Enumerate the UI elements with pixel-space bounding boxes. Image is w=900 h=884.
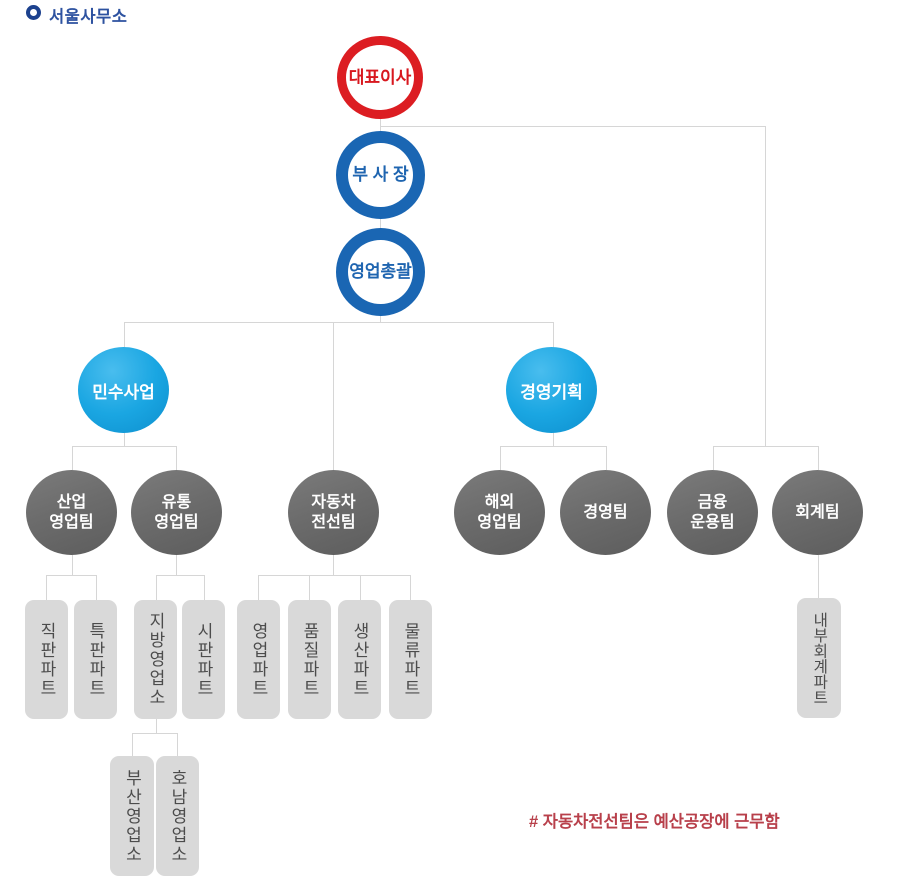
connector-line: [818, 446, 819, 470]
org-node-busan-sales-office: 부산영업소: [110, 756, 154, 876]
connector-line: [258, 575, 259, 601]
connector-line: [713, 446, 818, 447]
connector-line: [176, 554, 177, 575]
connector-line: [765, 126, 766, 446]
connector-line: [177, 733, 178, 757]
connector-line: [46, 575, 47, 601]
org-node-finance-operation: 금융 운용팀: [667, 470, 758, 555]
connector-line: [333, 555, 334, 575]
org-node-ceo: 대표이사: [337, 36, 423, 119]
org-node-market-sales-part: 시판파트: [182, 600, 225, 719]
org-node-label: 금융 운용팀: [690, 493, 735, 531]
org-node-quality-part: 품질파트: [288, 600, 331, 719]
org-node-label: 호남영업소: [168, 768, 187, 864]
org-node-regional-sales-office: 지방영업소: [134, 600, 177, 719]
org-node-label: 경영팀: [583, 503, 628, 521]
org-node-label: 품질파트: [300, 621, 319, 698]
connector-line: [124, 322, 553, 323]
connector-line: [124, 432, 125, 446]
org-node-label: 특판파트: [86, 621, 105, 698]
connector-line: [124, 322, 125, 348]
connector-line: [333, 322, 334, 472]
connector-line: [72, 554, 73, 575]
org-node-auto-wire: 자동차 전선팀: [288, 470, 379, 555]
connector-line: [606, 446, 607, 470]
connector-line: [500, 446, 501, 470]
connector-line: [380, 218, 381, 229]
connector-line: [176, 446, 177, 472]
org-node-label: 자동차 전선팀: [311, 493, 356, 531]
connector-line: [309, 575, 310, 601]
org-node-direct-sales-part: 직판파트: [25, 600, 68, 719]
org-node-management-planning: 경영기획: [506, 347, 597, 433]
org-node-special-sales-part: 특판파트: [74, 600, 117, 719]
connector-line: [713, 446, 714, 470]
connector-line: [156, 719, 157, 733]
org-node-label: 부 사 장: [352, 165, 409, 185]
connector-line: [132, 733, 133, 757]
org-node-label: 영업총괄: [349, 262, 412, 282]
connector-line: [96, 575, 97, 601]
connector-line: [500, 446, 606, 447]
connector-line: [553, 322, 554, 348]
connector-line: [818, 555, 819, 599]
connector-line: [380, 315, 381, 323]
org-node-label: 시판파트: [194, 621, 213, 698]
org-node-label: 민수사업: [92, 382, 155, 402]
org-node-logistics-part: 물류파트: [389, 600, 432, 719]
connector-line: [132, 733, 178, 734]
connector-line: [380, 126, 765, 127]
connector-line: [360, 575, 361, 601]
org-node-production-part: 생산파트: [338, 600, 381, 719]
org-node-label: 유통 영업팀: [154, 493, 199, 531]
connector-line: [72, 446, 73, 472]
org-node-label: 산업 영업팀: [49, 493, 94, 531]
connector-line: [553, 432, 554, 446]
org-node-sales-part: 영업파트: [237, 600, 280, 719]
org-node-sales-head: 영업총괄: [336, 228, 425, 316]
connector-line: [258, 575, 410, 576]
footnote-text: # 자동차전선팀은 예산공장에 근무함: [529, 813, 780, 831]
org-node-label: 부산영업소: [122, 768, 142, 864]
org-node-label: 지방영업소: [146, 612, 165, 707]
org-node-overseas-sales: 해외 영업팀: [454, 470, 545, 555]
org-node-distribution-sales: 유통 영업팀: [131, 470, 222, 555]
org-node-internal-accounting-part: 내부회계파트: [797, 598, 841, 718]
connector-line: [204, 575, 205, 601]
org-node-accounting: 회계팀: [772, 470, 863, 555]
page-title: 서울사무소: [49, 8, 128, 26]
org-node-label: 내부회계파트: [810, 611, 828, 705]
org-node-label: 물류파트: [401, 621, 420, 698]
org-node-label: 생산파트: [350, 621, 369, 698]
org-node-industrial-sales: 산업 영업팀: [26, 470, 117, 555]
connector-line: [410, 575, 411, 601]
org-node-label: 영업파트: [249, 621, 268, 698]
section-bullet-ring-icon: [26, 5, 41, 20]
org-node-civil-business: 민수사업: [78, 347, 169, 433]
org-node-label: 직판파트: [37, 621, 56, 698]
connector-line: [156, 575, 204, 576]
connector-line: [72, 446, 177, 447]
org-node-label: 회계팀: [795, 503, 840, 521]
org-node-honam-sales-office: 호남영업소: [156, 756, 199, 876]
org-node-management-team: 경영팀: [560, 470, 651, 555]
connector-line: [380, 118, 381, 132]
org-node-label: 해외 영업팀: [477, 493, 522, 531]
org-node-vp: 부 사 장: [336, 131, 425, 219]
connector-line: [156, 575, 157, 601]
org-node-label: 대표이사: [348, 67, 412, 87]
connector-line: [46, 575, 96, 576]
org-node-label: 경영기획: [520, 382, 583, 402]
